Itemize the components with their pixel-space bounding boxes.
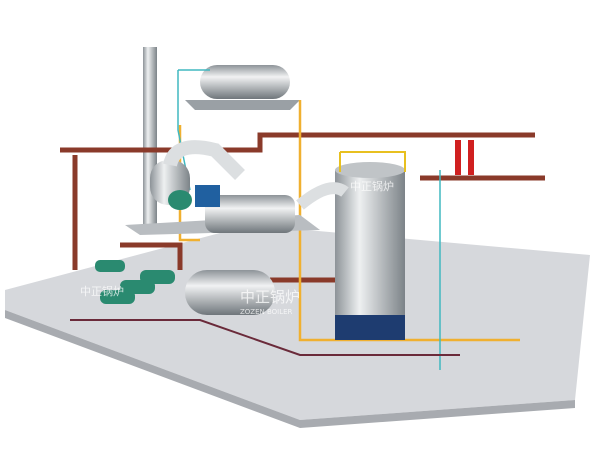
outlet-duct xyxy=(296,182,349,210)
floor-platform xyxy=(5,225,590,420)
watermark-cn: 中正锅炉 xyxy=(240,288,300,306)
boiler-base xyxy=(335,315,405,340)
fan-motor xyxy=(168,190,192,210)
tank-platform xyxy=(185,100,300,110)
oil-pumps xyxy=(95,260,175,304)
chimney xyxy=(143,47,157,227)
expansion-tank xyxy=(200,65,290,99)
flue-duct xyxy=(163,140,245,180)
watermark-en: ZOZEN BOILER xyxy=(240,308,293,316)
boiler-top xyxy=(335,162,405,178)
heat-exchanger xyxy=(205,195,295,233)
valves-red xyxy=(455,140,474,175)
blower xyxy=(195,185,220,207)
watermark-cn-2: 中正锅炉 xyxy=(350,180,394,193)
drain-lines xyxy=(70,319,460,356)
boiler-body xyxy=(335,170,405,330)
watermark-logo: 中正锅炉 ZOZEN BOILER 中正锅炉 中正锅炉 xyxy=(80,180,394,316)
boiler-railing xyxy=(339,151,406,172)
storage-tank xyxy=(185,270,275,315)
watermark-cn-3: 中正锅炉 xyxy=(80,285,124,298)
